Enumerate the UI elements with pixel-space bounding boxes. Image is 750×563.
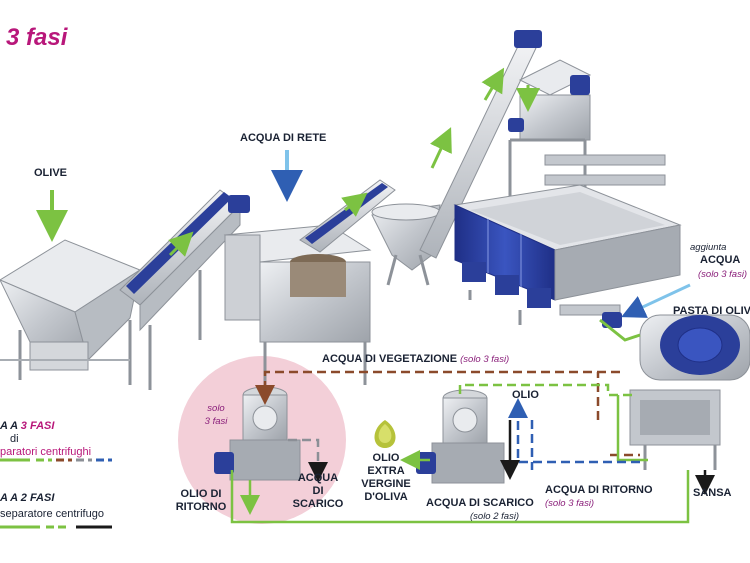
label-solo-3-fasi-ritorno: (solo 3 fasi) (545, 498, 595, 509)
legend-2f-line2: separatore centrifugo (0, 508, 104, 520)
label-acqua-di-ritorno: ACQUA DI RITORNO (545, 484, 653, 496)
input-arrows (36, 67, 691, 318)
olive-oil-drop-icon (374, 420, 396, 448)
acqua-veg-text: ACQUA DI VEGETAZIONE (322, 353, 458, 365)
olio-ritorno-1: OLIO DI (180, 488, 222, 500)
legend-3f-line2: di (10, 433, 19, 445)
legend-three-phase: A A 3 FASI (0, 420, 54, 433)
circle-sub-2: 3 fasi (204, 416, 228, 427)
label-olive: OLIVE (34, 167, 68, 179)
legend-lines (0, 458, 112, 529)
label-acqua-di-scarico-right: ACQUA DI SCARICO (426, 497, 534, 509)
olive-hopper (0, 239, 142, 385)
hammer-mill (508, 59, 666, 205)
page-title: 3 fasi (6, 24, 68, 51)
label-olio-di-ritorno: OLIO DI RITORNO (174, 488, 228, 514)
label-solo-3-fasi-acqua: (solo 3 fasi) (698, 269, 748, 280)
label-solo-2-fasi: (solo 2 fasi) (470, 511, 520, 522)
legend-3f-accent: 3 FASI (20, 420, 55, 432)
legend-3f-prefix: A A (0, 420, 21, 432)
label-olio-extra-vergine: OLIO EXTRA VERGINE D'OLIVA (355, 452, 417, 504)
label-sansa: SANSA (693, 487, 732, 499)
right-centrifugal-separator (416, 389, 505, 484)
olive-washer (223, 179, 396, 385)
flow-lines (230, 318, 715, 524)
label-solo-3-fasi-circle: solo 3 fasi (203, 402, 229, 428)
scarico-l-3: SCARICO (292, 498, 344, 510)
label-acqua-di-rete: ACQUA DI RETE (240, 132, 327, 144)
olio-extra-4: D'OLIVA (364, 491, 408, 503)
label-acqua-di-scarico-left: ACQUA DI SCARICO (290, 472, 346, 511)
label-aggiunta: aggiunta (690, 242, 727, 253)
legend-two-phase: A A 2 FASI (0, 492, 55, 504)
label-pasta-di-olive: PASTA DI OLIVE (673, 305, 750, 317)
label-acqua-di-vegetazione: ACQUA DI VEGETAZIONE (solo 3 fasi) (322, 353, 509, 366)
olio-ritorno-2: RITORNO (175, 501, 227, 513)
decanter-centrifuge (629, 314, 750, 470)
label-acqua-aggiunta: ACQUA (700, 254, 741, 266)
olio-extra-3: VERGINE (361, 478, 411, 490)
malaxer (453, 184, 682, 328)
screw-elevator (419, 30, 542, 259)
olio-extra-1: OLIO (372, 452, 400, 464)
scarico-l-2: DI (312, 485, 324, 497)
legend-3f-line3: paratori centrifughi (0, 446, 92, 458)
scarico-l-1: ACQUA (297, 472, 339, 484)
circle-sub-1: solo (207, 403, 225, 414)
label-olio: OLIO (512, 389, 539, 401)
acqua-veg-sub: (solo 3 fasi) (460, 354, 510, 365)
crusher-funnel (371, 203, 441, 286)
olio-extra-2: EXTRA (367, 465, 405, 477)
